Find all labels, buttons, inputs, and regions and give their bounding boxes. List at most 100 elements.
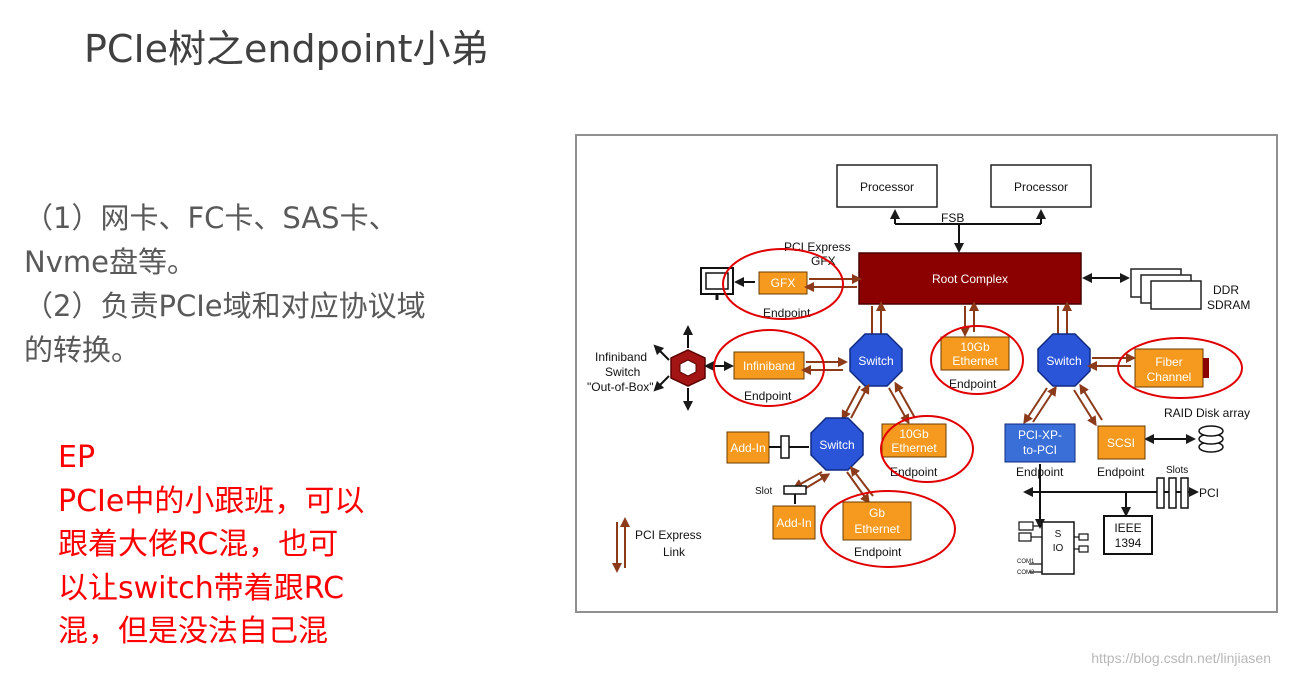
sio-label-1: S: [1055, 529, 1062, 540]
ethernet10-a-link: [960, 301, 979, 337]
infiniband-switch-label-2: Switch: [605, 365, 640, 379]
slot-connector-1: [780, 435, 790, 459]
fiber-channel-label-2: Channel: [1147, 370, 1192, 384]
endpoint-label-ethernet10-a: Endpoint: [949, 377, 997, 391]
switch-node-3: [810, 417, 864, 471]
switch-label-3: Switch: [819, 438, 854, 452]
infiniband-switch-label-3: "Out-of-Box": [587, 380, 654, 394]
ethernet10-b-label-2: Ethernet: [891, 441, 937, 455]
sio-box: [1041, 521, 1075, 575]
legend-label-1: PCI Express: [635, 528, 702, 542]
ep-note-line: 跟着大佬RC混，也可: [58, 527, 339, 563]
sio-label-2: IO: [1053, 543, 1064, 554]
infiniband-box: [733, 351, 805, 380]
pci-slots: [1156, 477, 1189, 509]
highlight-circle-ethernet10-a: [930, 325, 1024, 395]
description-line: （2）负责PCIe域和对应协议域: [24, 289, 426, 323]
root-complex-box: [858, 252, 1082, 305]
highlight-circle-infiniband: [713, 329, 825, 407]
pci-label: PCI: [1199, 486, 1219, 500]
slots-label: Slots: [1166, 465, 1188, 476]
watermark: https://blog.csdn.net/linjiasen: [1091, 650, 1271, 666]
com1-label: COM1: [1017, 559, 1035, 565]
pcixp-label-1: PCI-XP-: [1018, 428, 1062, 442]
pcixp-label-2: to-PCI: [1023, 443, 1057, 457]
switch-node-2: [1037, 333, 1091, 387]
slot-label: Slot: [755, 486, 772, 497]
highlight-circle-ethernet10-b: [880, 415, 974, 483]
page-title: PCIe树之endpoint小弟: [84, 27, 489, 71]
gfx-link: [804, 274, 862, 292]
endpoint-label-scsi: Endpoint: [1097, 465, 1145, 479]
switch-node-1: [849, 333, 903, 387]
processor-label-2: Processor: [1014, 180, 1068, 194]
pci-express-gfx-label-1: PCI Express: [784, 240, 851, 254]
endpoint-label-gfx: Endpoint: [763, 306, 811, 320]
endpoint-label-gb: Endpoint: [854, 545, 902, 559]
scsi-box: [1097, 425, 1146, 460]
processor-label-1: Processor: [860, 180, 914, 194]
fiber-channel-box: [1134, 348, 1204, 388]
fiber-channel-label-1: Fiber: [1155, 355, 1182, 369]
gfx-label: GFX: [771, 276, 796, 290]
add-in-box-1: [726, 431, 770, 464]
switch3-downlinks: [792, 466, 874, 505]
endpoint-label-infiniband: Endpoint: [744, 389, 792, 403]
ep-note: EP PCIe中的小跟班，可以 跟着大佬RC混，也可 以让switch带着跟RC…: [58, 436, 478, 654]
switch-label-2: Switch: [1046, 354, 1081, 368]
highlight-circle-gb-ethernet: [820, 490, 956, 568]
pcie-topology-svg: Processor Processor FSB Root Complex DDR…: [587, 164, 1250, 576]
ep-note-line: 混，但是没法自己混: [58, 614, 328, 650]
ep-note-line: EP: [58, 440, 96, 475]
fsb-label: FSB: [941, 211, 964, 225]
ep-note-line: 以让switch带着跟RC: [58, 570, 345, 606]
ddr-label-2: SDRAM: [1207, 298, 1250, 312]
fiber-channel-port: [1203, 358, 1209, 378]
ethernet10-a-box: [940, 336, 1010, 371]
raid-disk-icon: [1198, 425, 1224, 453]
description: （1）网卡、FC卡、SAS卡、 Nvme盘等。 （2）负责PCIe域和对应协议域…: [24, 196, 544, 372]
description-line: 的转换。: [24, 333, 141, 367]
infiniband-hub-icon: [653, 325, 706, 411]
ep-note-line: PCIe中的小跟班，可以: [58, 483, 365, 519]
legend-label-2: Link: [663, 545, 686, 559]
pci-express-gfx-label-2: GFX: [811, 254, 836, 268]
add-in-box-2: [772, 505, 816, 540]
pcixp-bridge-box: [1004, 423, 1076, 463]
ddr-sdram-stack: [1130, 268, 1202, 310]
raid-label: RAID Disk array: [1164, 406, 1250, 420]
legend-link-icon: [612, 517, 630, 573]
root-complex-label: Root Complex: [932, 272, 1008, 286]
sio-peripherals: [1018, 521, 1089, 573]
ieee-label-1: IEEE: [1114, 521, 1141, 535]
fsb-bus: [890, 209, 1046, 253]
processor-box-1: [836, 164, 938, 208]
gb-ethernet-box: [842, 501, 912, 541]
infiniband-switch-label-1: Infiniband: [595, 350, 647, 364]
ethernet10-b-label-1: 10Gb: [899, 427, 929, 441]
gb-ethernet-label-1: Gb: [869, 506, 885, 520]
ieee-1394-box: [1103, 515, 1153, 555]
highlight-circle-gfx: [722, 248, 844, 320]
fiber-channel-link: [1087, 353, 1136, 371]
infiniband-label: Infiniband: [743, 359, 795, 373]
gb-ethernet-label-2: Ethernet: [854, 522, 900, 536]
switch-label-1: Switch: [858, 354, 893, 368]
scsi-label: SCSI: [1107, 436, 1135, 450]
ethernet10-a-label-2: Ethernet: [952, 354, 998, 368]
monitor-icon: [700, 267, 734, 300]
description-line: Nvme盘等。: [24, 245, 196, 279]
add-in-label-2: Add-In: [776, 516, 811, 530]
ethernet10-a-label-1: 10Gb: [960, 340, 990, 354]
add-in-label-1: Add-In: [730, 441, 765, 455]
ddr-label-1: DDR: [1213, 283, 1239, 297]
slot-connector-2: [783, 485, 807, 495]
switch2-downlinks: [1023, 383, 1103, 427]
ethernet10-b-box: [881, 423, 947, 458]
processor-box-2: [990, 164, 1092, 208]
description-line: （1）网卡、FC卡、SAS卡、: [24, 201, 398, 235]
com2-label: COM2: [1017, 570, 1035, 576]
switch1-downlinks: [841, 381, 916, 425]
pci-bus: [1023, 464, 1199, 529]
ieee-label-2: 1394: [1115, 536, 1142, 550]
